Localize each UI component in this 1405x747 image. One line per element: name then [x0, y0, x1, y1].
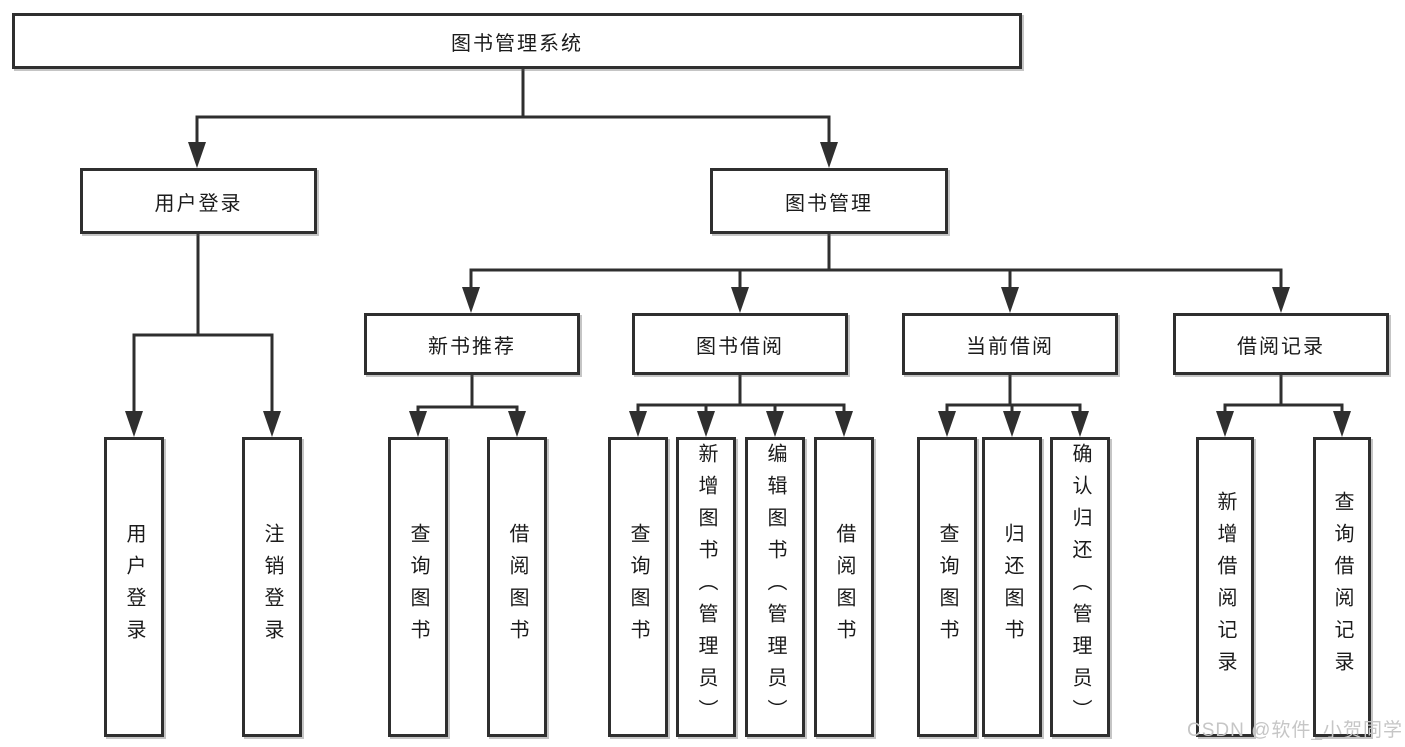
node-label: 借阅图书 — [833, 523, 855, 651]
arrow-icon — [508, 411, 526, 437]
arrow-icon — [731, 287, 749, 313]
node-label: 查询图书 — [627, 523, 649, 651]
leaf-borrow-books: 借阅图书 — [814, 437, 874, 737]
arrow-icon — [697, 411, 715, 437]
node-label: 图书管理系统 — [451, 32, 583, 55]
arrow-icon — [820, 142, 838, 168]
node-label: 编辑图书（管理员） — [764, 443, 786, 731]
node-label: 确认归还（管理员） — [1069, 443, 1091, 731]
node-label: 注销登录 — [261, 523, 283, 651]
arrow-icon — [409, 411, 427, 437]
connector-current-to-leaves — [945, 373, 1082, 417]
connector-borrow-to-leaves — [636, 373, 846, 417]
node-current-borrow: 当前借阅 — [902, 313, 1118, 375]
leaf-edit-book-admin: 编辑图书（管理员） — [745, 437, 805, 737]
arrow-icon — [629, 411, 647, 437]
arrow-icon — [462, 287, 480, 313]
node-label: 查询借阅记录 — [1331, 491, 1353, 683]
node-label: 用户登录 — [123, 523, 145, 651]
connector-records-to-leaves — [1223, 373, 1344, 417]
arrow-icon — [188, 142, 206, 168]
node-book-management: 图书管理 — [710, 168, 948, 234]
leaf-user-login: 用户登录 — [104, 437, 164, 737]
node-label: 新书推荐 — [428, 335, 516, 358]
csdn-watermark: CSDN @软件_小贺同学 — [1187, 720, 1403, 741]
leaf-query-books-current: 查询图书 — [917, 437, 977, 737]
node-user-login: 用户登录 — [80, 168, 317, 234]
leaf-logout-login: 注销登录 — [242, 437, 302, 737]
arrow-icon — [1001, 287, 1019, 313]
arrow-icon — [1071, 411, 1089, 437]
node-label: 新增图书（管理员） — [695, 443, 717, 731]
node-label: 图书管理 — [785, 192, 873, 215]
arrow-icon — [766, 411, 784, 437]
node-label: 用户登录 — [154, 192, 243, 215]
node-label: 归还图书 — [1001, 523, 1023, 651]
leaf-add-book-admin: 新增图书（管理员） — [676, 437, 736, 737]
arrow-icon — [835, 411, 853, 437]
arrow-icon — [263, 411, 281, 437]
leaf-query-books-recommend: 查询图书 — [388, 437, 448, 737]
leaf-return-book: 归还图书 — [982, 437, 1042, 737]
node-borrow-records: 借阅记录 — [1173, 313, 1389, 375]
connector-bookmgmt-to-level3 — [469, 232, 1283, 293]
leaf-query-borrow-record: 查询借阅记录 — [1313, 437, 1371, 737]
connector-root-to-level2 — [195, 66, 831, 148]
node-new-book-recommend: 新书推荐 — [364, 313, 580, 375]
leaf-query-books-borrow: 查询图书 — [608, 437, 668, 737]
node-label: 借阅图书 — [506, 523, 528, 651]
arrow-icon — [938, 411, 956, 437]
arrow-icon — [1272, 287, 1290, 313]
arrow-icon — [1333, 411, 1351, 437]
connector-userlogin-to-leaves — [132, 232, 274, 417]
node-label: 借阅记录 — [1237, 335, 1325, 358]
arrow-icon — [1003, 411, 1021, 437]
arrow-icon — [1216, 411, 1234, 437]
leaf-confirm-return-admin: 确认归还（管理员） — [1050, 437, 1110, 737]
node-book-borrow: 图书借阅 — [632, 313, 848, 375]
node-label: 图书借阅 — [696, 335, 784, 358]
node-label: 查询图书 — [936, 523, 958, 651]
node-label: 查询图书 — [407, 523, 429, 651]
leaf-borrow-books-recommend: 借阅图书 — [487, 437, 547, 737]
node-label: 当前借阅 — [966, 335, 1054, 358]
connector-newbook-to-leaves — [416, 373, 519, 417]
node-label: 新增借阅记录 — [1214, 491, 1236, 683]
leaf-add-borrow-record: 新增借阅记录 — [1196, 437, 1254, 737]
arrow-icon — [125, 411, 143, 437]
node-library-system: 图书管理系统 — [12, 13, 1022, 69]
